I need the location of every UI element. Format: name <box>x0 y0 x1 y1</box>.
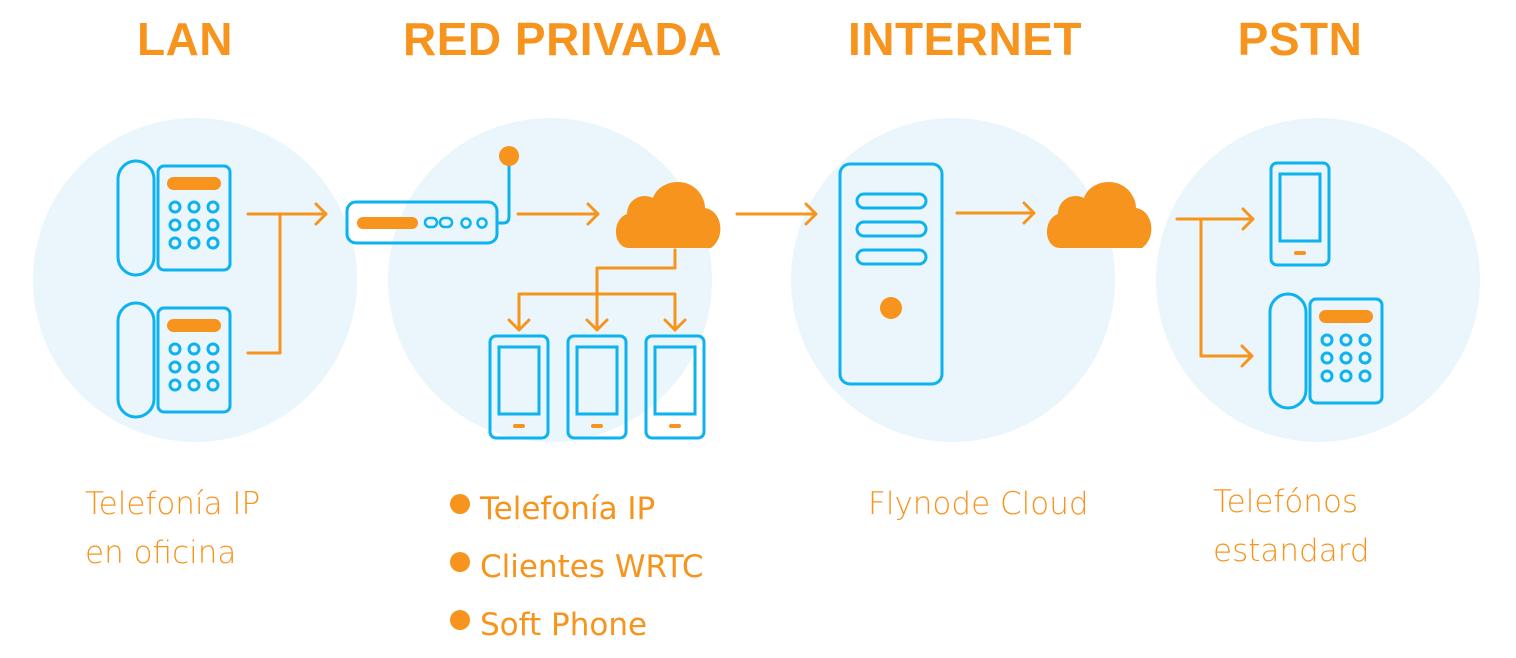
zone-pstn-background <box>1156 118 1480 442</box>
connector-router-to-cloud <box>516 202 600 226</box>
list-item-label: Clientes WRTC <box>480 549 704 585</box>
list-item: Telefonía IP <box>450 480 704 538</box>
bullet-dot-icon <box>450 610 470 630</box>
zone-red-privada-background <box>388 118 712 442</box>
heading-pstn: PSTN <box>1237 13 1363 65</box>
caption-pstn-line-2: estandard <box>1213 533 1370 569</box>
caption-pstn-line-1: Telefónos <box>1213 484 1359 520</box>
zone-lan-background <box>33 118 357 442</box>
list-item: Soft Phone <box>450 596 704 654</box>
caption-internet-line-1: Flynode Cloud <box>868 486 1089 522</box>
connector-cloud-to-mobiles <box>507 248 687 332</box>
connector-cloud-to-server <box>735 202 818 226</box>
caption-lan: Telefonía IP en oficina <box>85 480 260 578</box>
zone-internet-background <box>791 118 1115 442</box>
list-item-label: Telefonía IP <box>480 491 656 527</box>
heading-lan: LAN <box>136 13 234 65</box>
server-icon <box>838 162 944 386</box>
red-privada-feature-list: Telefonía IP Clientes WRTC Soft Phone <box>450 480 704 654</box>
list-item-label: Soft Phone <box>480 607 648 643</box>
caption-lan-line-1: Telefonía IP <box>85 486 261 522</box>
connectors <box>246 201 1255 368</box>
bullet-dot-icon <box>450 494 470 514</box>
list-item: Clientes WRTC <box>450 538 704 596</box>
caption-lan-line-2: en oficina <box>85 535 237 571</box>
connector-lan-to-router <box>246 202 328 355</box>
connector-cloud-to-pstn <box>1175 207 1255 368</box>
connector-server-to-cloud <box>955 201 1036 225</box>
heading-internet: INTERNET <box>848 13 1082 65</box>
router-icon <box>345 146 519 245</box>
bullet-dot-icon <box>450 552 470 572</box>
heading-red-privada: RED PRIVADA <box>402 13 722 65</box>
caption-internet: Flynode Cloud <box>868 480 1089 529</box>
caption-pstn: Telefónos estandard <box>1213 478 1370 576</box>
